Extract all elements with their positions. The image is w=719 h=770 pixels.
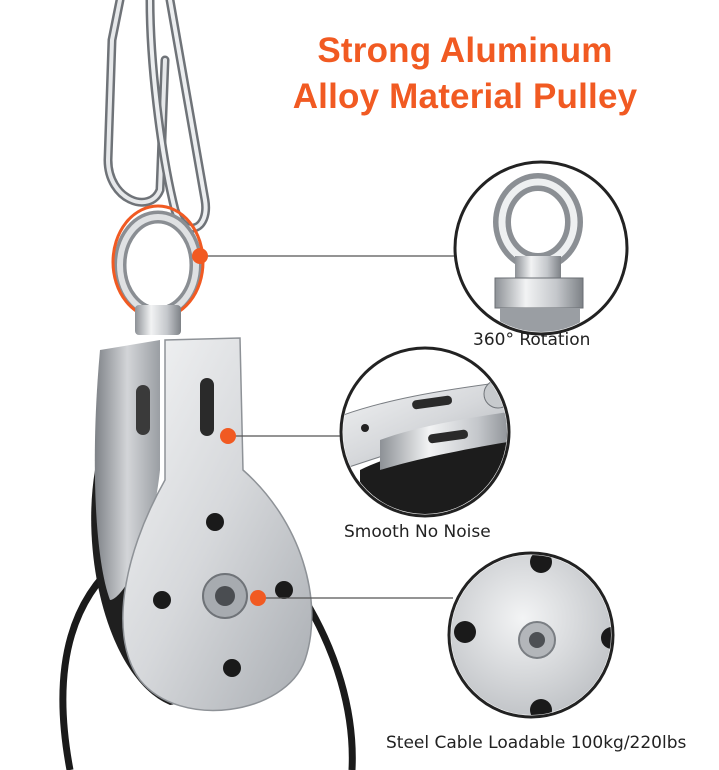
callout-dot-rotation [192, 248, 208, 264]
headline-line-2: Alloy Material Pulley [292, 77, 638, 116]
headline-line-1: Strong Aluminum [317, 31, 613, 70]
headline: Strong Aluminum Alloy Material Pulley [230, 28, 700, 120]
caption-smooth: Smooth No Noise [344, 522, 491, 542]
cable-right [301, 598, 356, 770]
zoom-smooth-plate [339, 346, 511, 518]
zoom-eye-bolt [453, 160, 629, 336]
caption-rotation: 360° Rotation [473, 330, 591, 350]
eye-bolt-base [135, 305, 181, 335]
carabiner-icon [103, 0, 211, 233]
callout-dot-axle [250, 590, 266, 606]
callout-dot-smooth [220, 428, 236, 444]
zoom-axle-disc [447, 551, 615, 719]
caption-load: Steel Cable Loadable 100kg/220lbs [386, 733, 687, 753]
